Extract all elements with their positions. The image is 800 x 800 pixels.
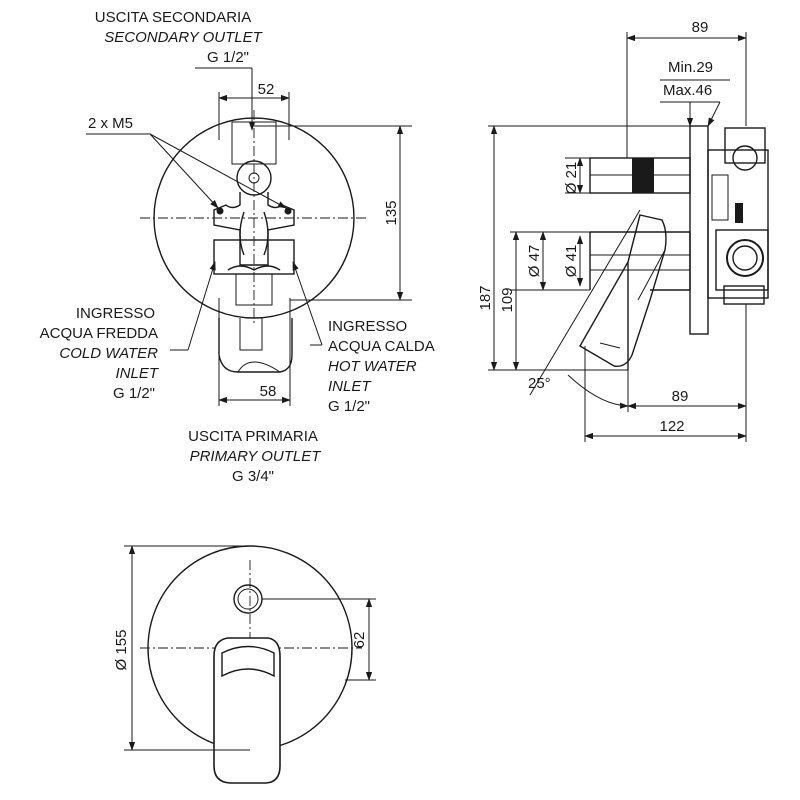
side-dim-187: 187: [477, 285, 494, 310]
secondary-outlet-size: G 1/2": [207, 49, 249, 66]
plate-lever: [214, 638, 280, 783]
hot-inlet-size: G 1/2": [328, 398, 370, 415]
screw-hole-left: [217, 208, 224, 215]
side-view: 25° 89 Min.29 Max.46 Ø 21 Ø 47 Ø 41 187 …: [477, 19, 768, 442]
screws-label: 2 x M5: [88, 115, 133, 132]
primary-outlet-it: USCITA PRIMARIA: [188, 428, 318, 445]
cold-inlet-it-2: ACQUA FREDDA: [40, 325, 158, 342]
cold-inlet-en-1: COLD WATER: [59, 345, 158, 362]
side-min: Min.29: [668, 59, 713, 76]
front-dim-135: 135: [383, 200, 400, 225]
side-dia-47: Ø 47: [526, 245, 543, 278]
side-mounting-box: [708, 128, 768, 304]
side-dim-109: 109: [499, 287, 516, 312]
secondary-outlet-it: USCITA SECONDARIA: [95, 9, 251, 26]
plate-dia-155: Ø 155: [113, 630, 130, 671]
hot-inlet-it-1: INGRESSO: [328, 318, 407, 335]
side-dia-41: Ø 41: [563, 245, 580, 278]
front-dim-52: 52: [258, 81, 275, 98]
side-wall-plate: [690, 126, 708, 334]
side-dim-89-top: 89: [692, 19, 709, 36]
hot-inlet-en-2: INLET: [328, 378, 372, 395]
side-max: Max.46: [663, 82, 712, 99]
side-dim-122: 122: [659, 418, 684, 435]
side-dim-89-bottom: 89: [672, 388, 689, 405]
screw-hole-right: [285, 208, 292, 215]
cold-inlet-en-2: INLET: [115, 365, 159, 382]
side-angle: 25°: [528, 375, 551, 392]
primary-outlet-size: G 3/4": [232, 468, 274, 485]
hot-inlet-en-1: HOT WATER: [328, 358, 417, 375]
side-dia-21: Ø 21: [563, 162, 580, 195]
hot-inlet-it-2: ACQUA CALDA: [328, 338, 435, 355]
front-lever: [219, 318, 292, 372]
plate-view: Ø 155 62: [113, 546, 376, 783]
primary-outlet-en: PRIMARY OUTLET: [190, 448, 323, 465]
cold-inlet-it-1: INGRESSO: [76, 305, 155, 322]
side-cartridge: [590, 232, 690, 290]
front-dim-58: 58: [260, 383, 277, 400]
front-view: 52 USCITA SECONDARIA SECONDARY OUTLET G …: [40, 9, 435, 485]
cold-inlet-size: G 1/2": [113, 385, 155, 402]
plate-dim-62: 62: [351, 632, 368, 649]
secondary-outlet-en: SECONDARY OUTLET: [104, 29, 263, 46]
